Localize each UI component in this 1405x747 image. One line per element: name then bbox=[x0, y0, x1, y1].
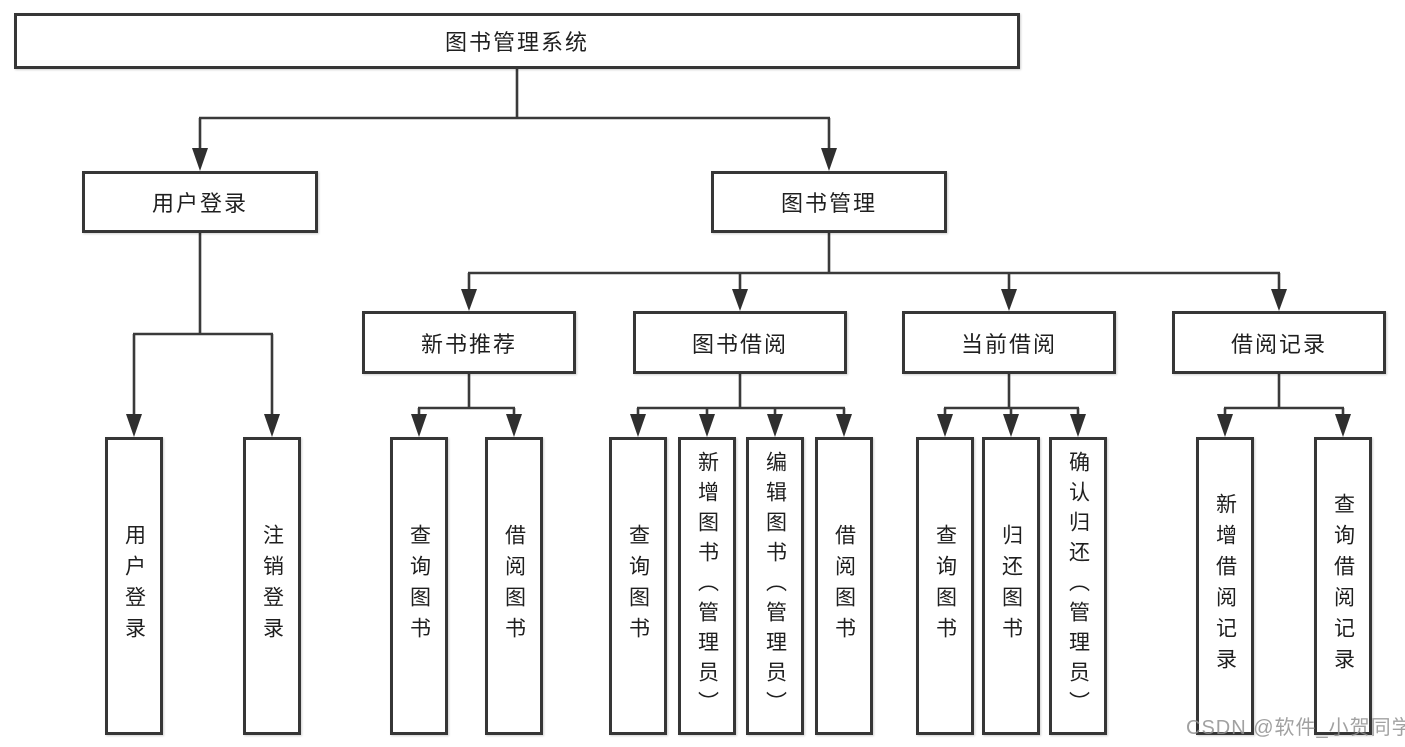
leaf-confirm-return-admin: 确认归还（管理员） bbox=[1049, 437, 1107, 735]
leaf-borrow-books-recommend-label: 借阅图书 bbox=[502, 524, 526, 648]
node-root-label: 图书管理系统 bbox=[444, 30, 589, 55]
watermark: CSDN @软件_小贺同学 bbox=[1186, 717, 1405, 739]
node-book-borrow-label: 图书借阅 bbox=[691, 331, 788, 357]
leaf-logout-label: 注销登录 bbox=[260, 524, 284, 648]
leaf-logout: 注销登录 bbox=[243, 437, 301, 735]
leaf-add-book-admin-label: 新增图书（管理员） bbox=[695, 451, 719, 721]
node-current-borrow: 当前借阅 bbox=[902, 311, 1116, 374]
node-book-management-label: 图书管理 bbox=[780, 191, 877, 216]
leaf-edit-book-admin-label: 编辑图书（管理员） bbox=[763, 451, 787, 721]
node-new-book-recommend: 新书推荐 bbox=[362, 311, 576, 374]
node-user-login-branch: 用户登录 bbox=[82, 171, 318, 233]
leaf-add-book-admin: 新增图书（管理员） bbox=[678, 437, 736, 735]
node-root-system: 图书管理系统 bbox=[14, 13, 1020, 69]
leaf-return-book-label: 归还图书 bbox=[999, 524, 1023, 648]
leaf-borrow-books: 借阅图书 bbox=[815, 437, 873, 735]
leaf-add-borrow-record: 新增借阅记录 bbox=[1196, 437, 1254, 735]
leaf-confirm-return-admin-label: 确认归还（管理员） bbox=[1066, 451, 1090, 721]
leaf-query-borrow-record-label: 查询借阅记录 bbox=[1331, 493, 1355, 679]
leaf-query-books-recommend: 查询图书 bbox=[390, 437, 448, 735]
node-borrow-records: 借阅记录 bbox=[1172, 311, 1386, 374]
leaf-borrow-books-recommend: 借阅图书 bbox=[485, 437, 543, 735]
leaf-return-book: 归还图书 bbox=[982, 437, 1040, 735]
leaf-query-books-current: 查询图书 bbox=[916, 437, 974, 735]
leaf-query-books-borrow-label: 查询图书 bbox=[626, 524, 650, 648]
leaf-query-books-borrow: 查询图书 bbox=[609, 437, 667, 735]
node-current-borrow-label: 当前借阅 bbox=[960, 331, 1057, 357]
leaf-borrow-books-label: 借阅图书 bbox=[832, 524, 856, 648]
leaf-add-borrow-record-label: 新增借阅记录 bbox=[1213, 493, 1237, 679]
leaf-query-borrow-record: 查询借阅记录 bbox=[1314, 437, 1372, 735]
leaf-user-login: 用户登录 bbox=[105, 437, 163, 735]
node-new-book-recommend-label: 新书推荐 bbox=[420, 331, 517, 357]
node-book-borrow: 图书借阅 bbox=[633, 311, 847, 374]
leaf-edit-book-admin: 编辑图书（管理员） bbox=[746, 437, 804, 735]
node-borrow-records-label: 借阅记录 bbox=[1230, 331, 1327, 357]
node-user-login-label: 用户登录 bbox=[151, 191, 248, 216]
leaf-user-login-label: 用户登录 bbox=[122, 524, 146, 648]
node-book-management-branch: 图书管理 bbox=[711, 171, 947, 233]
leaf-query-books-current-label: 查询图书 bbox=[933, 524, 957, 648]
leaf-query-books-recommend-label: 查询图书 bbox=[407, 524, 431, 648]
